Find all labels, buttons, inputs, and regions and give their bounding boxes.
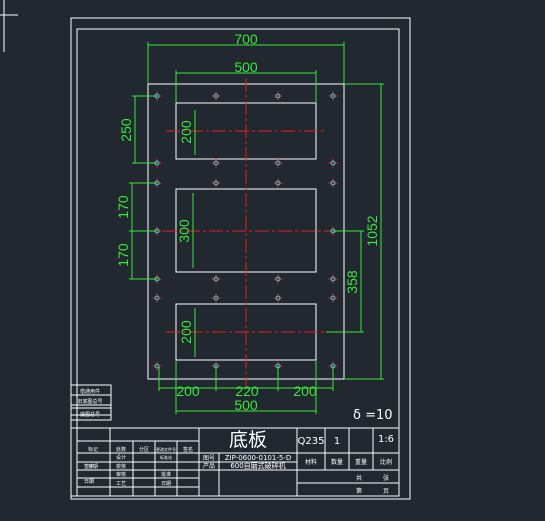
row-label-0: 标记 xyxy=(88,446,98,453)
role-right-0: 标准化 xyxy=(160,454,172,460)
center-lines xyxy=(140,78,352,386)
material-value: Q235 xyxy=(298,436,325,447)
dim-170-upper: 170 xyxy=(115,195,131,219)
side-label-0: 借通用件 xyxy=(80,388,100,395)
side-label-4: 日期 xyxy=(84,479,94,485)
side-label-3: 签字 xyxy=(84,463,94,470)
bolt-hole-19[interactable] xyxy=(211,293,221,303)
part-name: 底板 xyxy=(229,429,267,451)
row-label-1: 处数 xyxy=(116,446,126,453)
dimension-lines xyxy=(129,42,384,414)
dimension-texts: 700 500 250 170 170 1052 358 200 300 200… xyxy=(115,31,393,423)
sheet-outer-border xyxy=(70,17,411,500)
row-label-5: 日期 xyxy=(88,464,98,470)
dim-250: 250 xyxy=(118,118,134,142)
bolt-hole-11[interactable] xyxy=(328,178,338,188)
bolt-hole-21[interactable] xyxy=(328,293,338,303)
dim-170-lower: 170 xyxy=(115,243,131,267)
sheet-page: 页 xyxy=(383,488,389,495)
sheet-label: 张 xyxy=(383,474,389,482)
row-label-4: 签名 xyxy=(183,446,193,453)
drawing-number-label: 图号 xyxy=(203,455,215,462)
dim-700: 700 xyxy=(234,31,258,47)
role-3: 工艺 xyxy=(116,481,126,487)
bolt-hole-9[interactable] xyxy=(211,178,221,188)
bolt-hole-7[interactable] xyxy=(328,158,338,168)
dim-1052: 1052 xyxy=(364,215,380,246)
bolt-hole-15[interactable] xyxy=(211,274,221,284)
dim-200-right: 200 xyxy=(293,383,317,399)
role-right-2: 日期 xyxy=(161,481,171,487)
dim-500-bottom: 500 xyxy=(234,397,258,413)
bolt-hole-22[interactable] xyxy=(152,361,162,371)
title-block-texts: 底板 Q235 1 1:6 图号 ZIP-0600-0101-5-D 产品 60… xyxy=(88,429,394,495)
bolt-hole-2[interactable] xyxy=(273,91,283,101)
row-label-3: 更改文件号 xyxy=(156,446,176,452)
bolt-hole-6[interactable] xyxy=(273,158,283,168)
quantity-value: 1 xyxy=(334,436,340,447)
bolt-hole-5[interactable] xyxy=(211,158,221,168)
dim-200-top-inner: 200 xyxy=(178,120,194,144)
title-block-grid xyxy=(76,427,400,497)
dim-220: 220 xyxy=(235,383,259,399)
side-label-1: 旧底图总号 xyxy=(77,398,102,405)
role-2: 审核 xyxy=(116,471,126,478)
bolt-hole-20[interactable] xyxy=(273,293,283,303)
drawing-number: ZIP-0600-0101-5-D xyxy=(225,454,292,462)
dim-300-inner: 300 xyxy=(176,219,192,243)
dim-500-top: 500 xyxy=(234,59,258,75)
product-label: 产品 xyxy=(203,462,215,470)
dim-200-bottom-inner: 200 xyxy=(178,320,194,344)
dim-200-left: 200 xyxy=(176,383,200,399)
dim-358: 358 xyxy=(344,270,360,294)
bolt-hole-17[interactable] xyxy=(328,274,338,284)
side-label-texts: 借通用件 旧底图总号 底图总号 签字 日期 xyxy=(77,388,102,485)
col-scale: 比例 xyxy=(380,458,392,466)
scale-value: 1:6 xyxy=(378,434,394,445)
role-1: 校核 xyxy=(116,463,126,470)
bolt-hole-3[interactable] xyxy=(328,91,338,101)
col-quantity: 数量 xyxy=(331,458,343,466)
bolt-hole-1[interactable] xyxy=(211,91,221,101)
sheet-total: 共 xyxy=(356,474,362,482)
side-label-2: 底图总号 xyxy=(80,411,100,418)
col-weight: 重量 xyxy=(355,458,367,466)
thickness-note: δ =10 xyxy=(353,408,393,423)
sheet-num-label: 第 xyxy=(356,487,362,495)
role-0: 设计 xyxy=(116,454,126,461)
crosshair-cursor-icon xyxy=(0,0,18,52)
role-right-1: 批准 xyxy=(161,471,171,478)
bolt-hole-18[interactable] xyxy=(152,293,162,303)
col-material: 材料 xyxy=(305,458,317,466)
product-name: 600自磨式破碎机 xyxy=(230,461,285,470)
bolt-hole-16[interactable] xyxy=(273,274,283,284)
bolt-hole-10[interactable] xyxy=(273,178,283,188)
row-label-2: 分区 xyxy=(139,446,149,453)
